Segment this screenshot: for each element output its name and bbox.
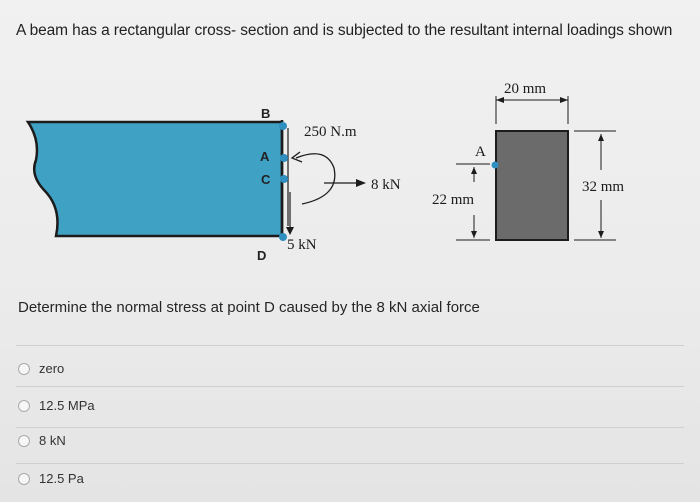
point-b-label: B	[261, 106, 270, 121]
axial-force-label: 8 kN	[371, 177, 401, 193]
shear-label: 5 kN	[287, 237, 317, 253]
divider	[16, 386, 684, 387]
dim-20-label: 20 mm	[504, 81, 546, 97]
question-prompt: Determine the normal stress at point D c…	[18, 299, 480, 316]
question-text: A beam has a rectangular cross- section …	[16, 22, 673, 39]
radio-button[interactable]	[18, 434, 30, 447]
radio-button[interactable]	[18, 472, 30, 485]
radio-button[interactable]	[18, 399, 30, 412]
section-point-a-label: A	[475, 144, 486, 160]
beam-figure: B A C D 250 N.m 8 kN 5 kN A 22 mm	[25, 81, 624, 263]
option-label: 12.5 MPa	[39, 398, 95, 413]
moment-arrow	[295, 153, 336, 205]
section-point-a-dot	[491, 161, 499, 169]
option-zero[interactable]: zero	[18, 361, 64, 376]
option-label: 12.5 Pa	[39, 471, 84, 486]
dim-22-label: 22 mm	[432, 192, 474, 208]
option-label: zero	[39, 361, 65, 376]
option-12-5-mpa[interactable]: 12.5 MPa	[18, 398, 95, 413]
divider	[16, 463, 684, 464]
dim-32-label: 32 mm	[582, 179, 624, 195]
point-a-dot	[280, 154, 288, 162]
point-c-label: C	[261, 172, 271, 187]
point-d-dot	[279, 233, 287, 241]
option-label: 8 kN	[39, 433, 66, 448]
point-c-dot	[280, 175, 288, 183]
radio-button[interactable]	[18, 362, 30, 375]
option-8-kn[interactable]: 8 kN	[18, 433, 66, 448]
divider	[16, 427, 684, 428]
beam-body	[25, 120, 284, 238]
cross-section	[495, 130, 569, 241]
divider	[16, 345, 684, 346]
point-b-dot	[279, 122, 287, 130]
point-a-label: A	[260, 149, 270, 164]
option-12-5-pa[interactable]: 12.5 Pa	[18, 471, 84, 486]
point-d-label: D	[257, 248, 266, 263]
moment-label: 250 N.m	[304, 124, 357, 140]
